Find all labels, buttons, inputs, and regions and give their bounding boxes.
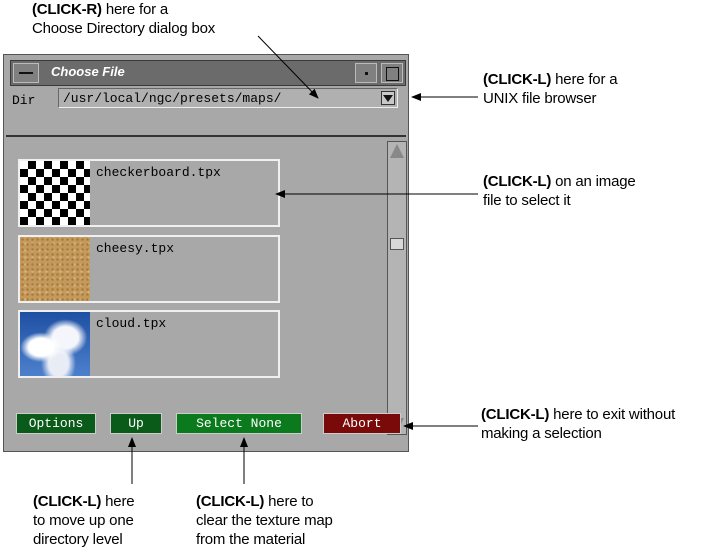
file-name: cheesy.tpx [96,241,175,256]
options-button[interactable]: Options [16,413,96,434]
scroll-up-arrow-icon[interactable] [390,144,404,158]
up-button[interactable]: Up [110,413,162,434]
cloud-thumbnail [20,312,90,376]
scroll-thumb[interactable] [390,238,404,250]
maximize-button[interactable] [381,63,403,83]
annotation-file-browser: (CLICK-L) here for a UNIX file browser [483,71,618,107]
dialog-title: Choose File [51,64,125,79]
directory-path: /usr/local/ngc/presets/maps/ [63,91,282,106]
annotation-up: (CLICK-L) here to move up one directory … [33,493,135,548]
file-list: checkerboard.tpx cheesy.tpx cloud.tpx [16,149,378,439]
checkerboard-thumbnail [20,161,90,225]
file-item-cloud[interactable]: cloud.tpx [18,310,280,378]
file-name: cloud.tpx [96,316,167,331]
cheesy-thumbnail [20,237,90,301]
window-menu-button[interactable] [13,63,39,83]
abort-button[interactable]: Abort [323,413,401,434]
minimize-button[interactable] [355,63,377,83]
annotation-choose-directory: (CLICK-R) here for a Choose Directory di… [32,1,216,37]
directory-field[interactable]: /usr/local/ngc/presets/maps/ [58,88,398,108]
file-item-cheesy[interactable]: cheesy.tpx [18,235,280,303]
vertical-scrollbar[interactable] [387,141,407,435]
select-none-button[interactable]: Select None [176,413,302,434]
annotation-select-image: (CLICK-L) on an image file to select it [483,173,636,209]
choose-file-dialog: Choose File Dir /usr/local/ngc/presets/m… [3,54,409,452]
annotation-abort: (CLICK-L) here to exit without making a … [481,406,676,442]
separator [6,135,406,137]
file-browser-arrow-icon[interactable] [381,91,395,105]
dir-label: Dir [12,93,36,108]
file-item-checkerboard[interactable]: checkerboard.tpx [18,159,280,227]
annotation-select-none: (CLICK-L) here to clear the texture map … [196,493,333,548]
title-bar[interactable]: Choose File [10,60,406,86]
file-name: checkerboard.tpx [96,165,221,180]
